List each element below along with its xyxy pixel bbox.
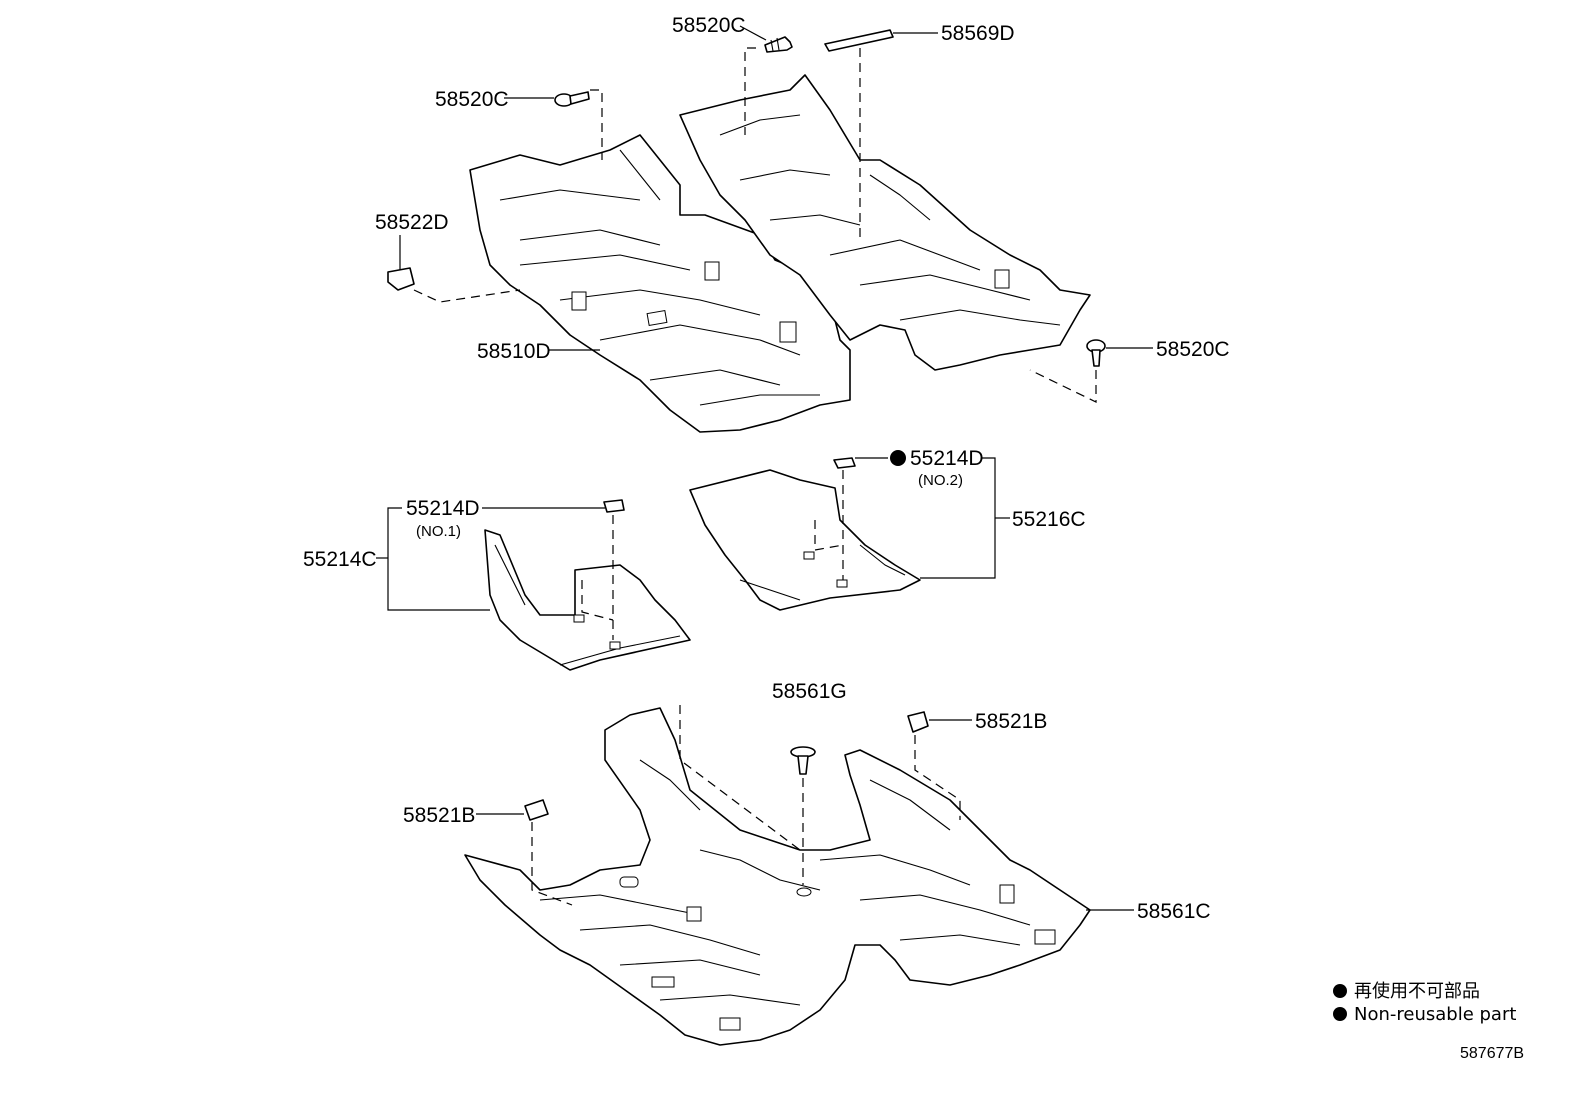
alignment-dashes <box>413 47 1097 906</box>
part-label-55214d-no1: 55214D <box>406 497 480 520</box>
screw-icon <box>1086 339 1106 367</box>
clip-icon <box>833 457 856 469</box>
part-label-58520c-left: 58520C <box>435 88 509 111</box>
non-reusable-marker-icon <box>1333 1007 1347 1021</box>
legend-japanese: 再使用不可部品 <box>1354 981 1480 1002</box>
screw-icon <box>764 36 793 53</box>
part-label-55216c: 55216C <box>1012 508 1086 531</box>
part-label-58520c-right: 58520C <box>1156 338 1230 361</box>
clip-icon <box>387 267 415 291</box>
clip-icon <box>907 711 929 733</box>
part-label-58521b-right: 58521B <box>975 710 1047 733</box>
part-sublabel-no1: (NO.1) <box>416 523 461 540</box>
part-label-58520c-top: 58520C <box>672 14 746 37</box>
floor-carpet-58561c <box>464 707 1091 1046</box>
part-label-55214d-no2: 55214D <box>910 447 984 470</box>
part-label-58521b-left: 58521B <box>403 804 475 827</box>
screw-icon <box>554 91 590 107</box>
leader-lines <box>376 25 1153 911</box>
part-label-58510d: 58510D <box>477 340 551 363</box>
legend: 再使用不可部品 Non-reusable part <box>1333 981 1516 1025</box>
clip-icon <box>790 746 816 775</box>
non-reusable-marker-icon <box>890 450 906 466</box>
part-label-58561c: 58561C <box>1137 900 1211 923</box>
clip-icon <box>824 29 894 52</box>
floor-silencer-58510d <box>469 74 1091 433</box>
floor-mat-55214c <box>484 529 691 671</box>
clip-icon <box>524 799 549 821</box>
legend-english: Non-reusable part <box>1354 1004 1516 1025</box>
part-sublabel-no2: (NO.2) <box>918 472 963 489</box>
non-reusable-marker-icon <box>1333 984 1347 998</box>
part-label-58522d: 58522D <box>375 211 449 234</box>
part-label-55214c: 55214C <box>303 548 377 571</box>
floor-mat-55216c <box>689 469 921 611</box>
part-label-58569d: 58569D <box>941 22 1015 45</box>
part-label-58561g: 58561G <box>772 680 847 703</box>
clip-icon <box>603 499 625 513</box>
diagram-code: 587677B <box>1460 1045 1524 1062</box>
